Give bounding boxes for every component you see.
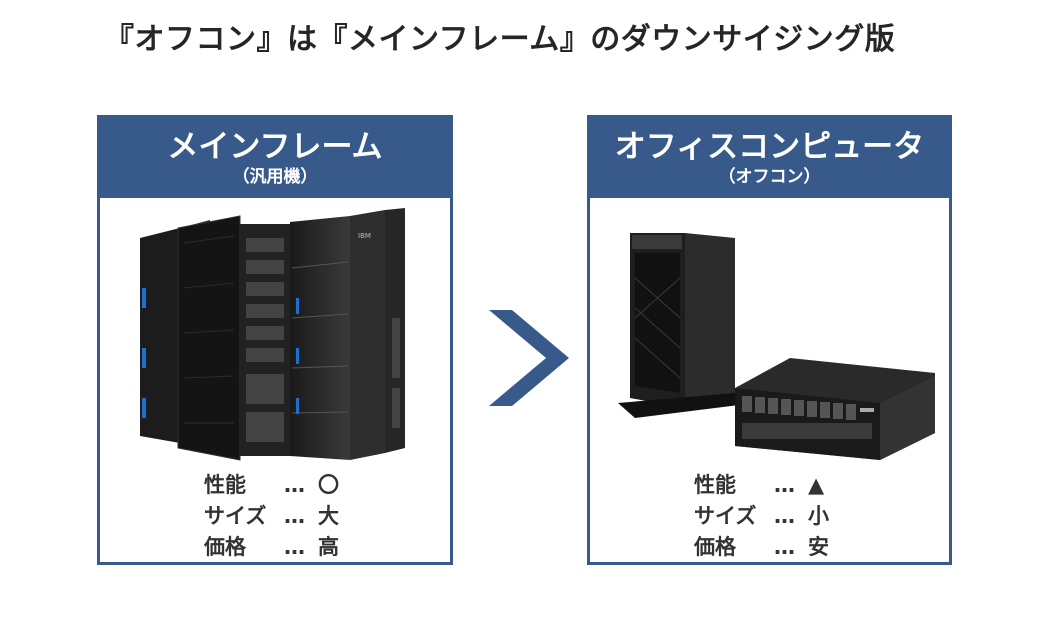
- office-computer-panel: オフィスコンピュータ （オフコン）: [587, 115, 952, 565]
- svg-text:IBM: IBM: [358, 232, 371, 240]
- spec-label: サイズ: [694, 504, 757, 528]
- spec-row-performance: 性能 … ▲: [694, 470, 949, 501]
- spec-row-price: 価格 … 高: [204, 532, 450, 563]
- page-title: 『オフコン』は『メインフレーム』のダウンサイジング版: [104, 22, 896, 57]
- spec-label: 性能: [694, 473, 736, 497]
- spec-value: 大: [318, 504, 339, 528]
- spec-dots: …: [774, 504, 796, 528]
- mainframe-image: IBM: [100, 198, 450, 468]
- greater-than-arrow-icon: [489, 310, 569, 406]
- spec-value: 小: [808, 504, 829, 528]
- spec-dots: …: [284, 473, 306, 497]
- spec-row-performance: 性能 … 〇: [204, 470, 450, 501]
- spec-row-price: 価格 … 安: [694, 532, 949, 563]
- office-computer-title: オフィスコンピュータ: [614, 129, 925, 165]
- mainframe-header: メインフレーム （汎用機）: [100, 118, 450, 198]
- spec-label: サイズ: [204, 504, 267, 528]
- spec-label: 価格: [204, 535, 246, 559]
- office-computer-image: [590, 198, 949, 468]
- mainframe-panel: メインフレーム （汎用機）: [97, 115, 453, 565]
- spec-row-size: サイズ … 大: [204, 501, 450, 532]
- mainframe-specs: 性能 … 〇 サイズ … 大 価格 … 高: [100, 470, 450, 563]
- spec-label: 性能: [204, 473, 246, 497]
- spec-row-size: サイズ … 小: [694, 501, 949, 532]
- spec-value: 高: [318, 535, 339, 559]
- office-computer-subtitle: （オフコン）: [718, 167, 821, 187]
- spec-dots: …: [284, 504, 306, 528]
- office-computer-specs: 性能 … ▲ サイズ … 小 価格 … 安: [590, 470, 949, 563]
- spec-dots: …: [774, 473, 796, 497]
- spec-dots: …: [284, 535, 306, 559]
- mainframe-title: メインフレーム: [167, 129, 383, 165]
- spec-label: 価格: [694, 535, 736, 559]
- spec-value: 安: [808, 535, 829, 559]
- office-computer-header: オフィスコンピュータ （オフコン）: [590, 118, 949, 198]
- spec-value: ▲: [808, 473, 825, 497]
- mainframe-subtitle: （汎用機）: [232, 167, 318, 187]
- spec-value: 〇: [318, 473, 339, 497]
- spec-dots: …: [774, 535, 796, 559]
